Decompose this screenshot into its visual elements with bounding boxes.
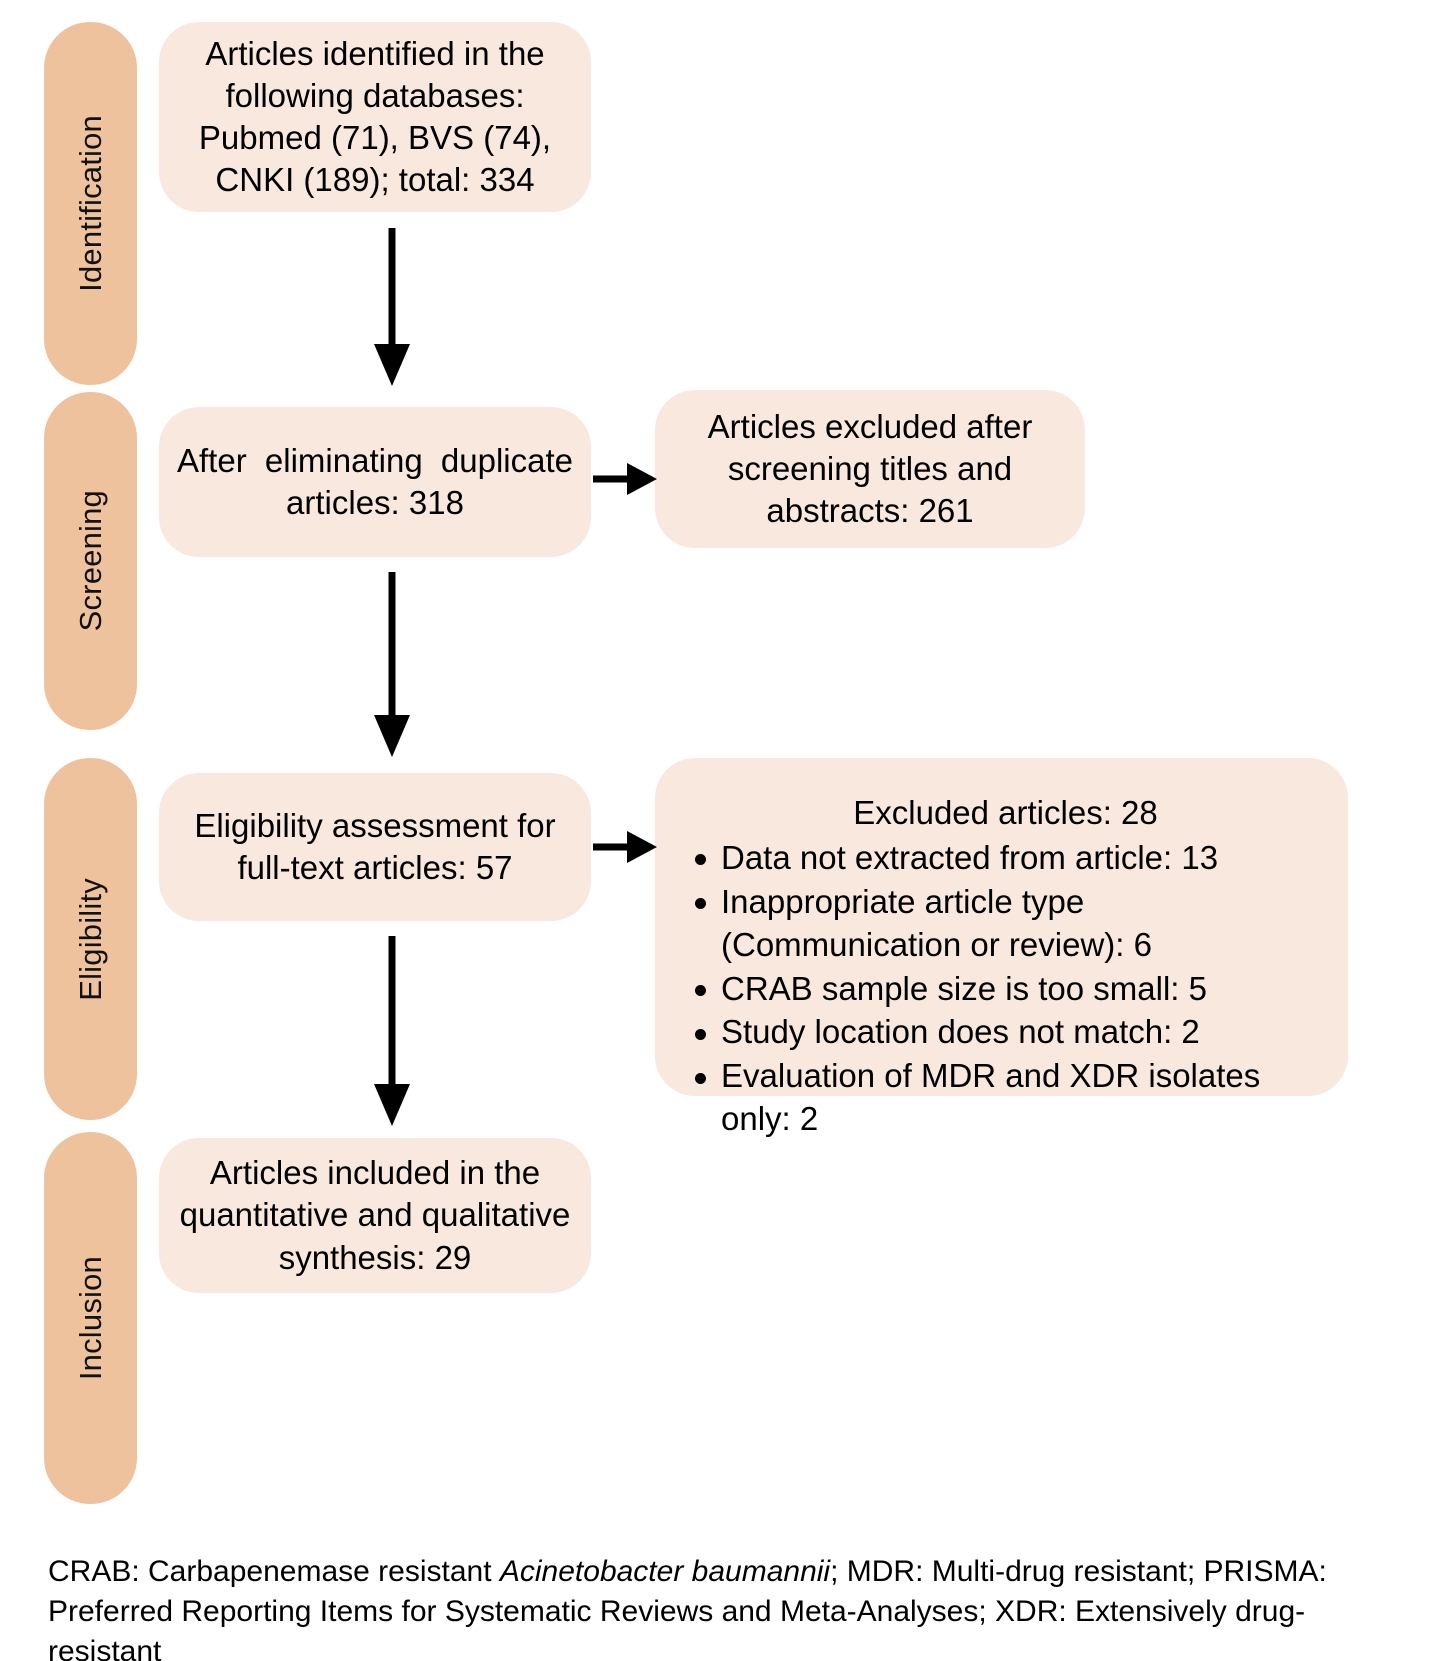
excluded-list-heading: Excluded articles: 28 — [853, 794, 1158, 831]
stage-bar-inclusion: Inclusion — [44, 1132, 137, 1504]
list-item-label: Evaluation of MDR and XDR isolates only:… — [721, 1057, 1261, 1138]
box-excluded-screening-text: Articles excluded after screening titles… — [707, 407, 1033, 530]
footnote-species-italic: Acinetobacter baumannii — [499, 1555, 831, 1588]
box-articles-included: Articles included in the quantitative an… — [159, 1138, 591, 1293]
list-item-label: Inappropriate article type (Communicatio… — [721, 882, 1152, 963]
arrow-eligibility-to-included — [366, 936, 418, 1126]
arrow-identified-to-duplicates — [366, 228, 418, 386]
stage-bar-screening: Screening — [44, 392, 137, 730]
list-item-label: Data not extracted from article: 13 — [721, 838, 1219, 876]
arrow-eligibility-to-excluded-full-text — [593, 826, 657, 868]
list-item: Data not extracted from article: 13 — [689, 837, 1322, 880]
stage-label-identification: Identification — [73, 115, 108, 292]
box-articles-identified: Articles identified in the following dat… — [159, 22, 591, 212]
footnote-part2: ; MDR: Multi-drug resistant; PRISMA: Pre… — [48, 1555, 1327, 1661]
box-after-duplicates: After eliminating duplicate articles: 31… — [159, 407, 591, 557]
box-after-duplicates-text: After eliminating duplicate articles: 31… — [177, 441, 573, 521]
stage-bar-eligibility: Eligibility — [44, 758, 137, 1120]
list-item: Inappropriate article type (Communicatio… — [689, 881, 1322, 967]
list-item: CRAB sample size is too small: 5 — [689, 968, 1322, 1011]
list-item: Study location does not match: 2 — [689, 1011, 1322, 1054]
stage-label-eligibility: Eligibility — [73, 877, 108, 1001]
footnote-part1: CRAB: Carbapenemase resistant — [48, 1555, 500, 1588]
footnote-abbreviations: CRAB: Carbapenemase resistant Acinetobac… — [48, 1552, 1400, 1661]
box-articles-included-text: Articles included in the quantitative an… — [179, 1154, 571, 1276]
box-excluded-full-text: Excluded articles: 28 Data not extracted… — [655, 758, 1348, 1137]
list-item-label: Study location does not match: 2 — [721, 1013, 1200, 1051]
list-item-label: CRAB sample size is too small: 5 — [721, 969, 1207, 1007]
arrow-duplicates-to-excluded-screening — [593, 458, 657, 500]
list-item: Evaluation of MDR and XDR isolates only:… — [689, 1055, 1322, 1141]
arrow-duplicates-to-eligibility — [366, 572, 418, 757]
box-eligibility-assessment-text: Eligibility assessment for full-text art… — [194, 806, 556, 886]
bullet-icon — [695, 897, 706, 909]
bullet-icon — [695, 1072, 706, 1084]
bullet-icon — [695, 854, 706, 866]
stage-bar-identification: Identification — [44, 22, 137, 385]
bullet-icon — [695, 1028, 706, 1040]
box-eligibility-assessment: Eligibility assessment for full-text art… — [159, 773, 591, 921]
box-excluded-screening: Articles excluded after screening titles… — [655, 390, 1085, 548]
stage-label-screening: Screening — [73, 490, 108, 632]
box-articles-identified-text: Articles identified in the following dat… — [198, 34, 552, 199]
stage-label-inclusion: Inclusion — [73, 1255, 108, 1381]
bullet-icon — [695, 984, 706, 996]
excluded-reasons-list: Data not extracted from article: 13 Inap… — [689, 837, 1322, 1142]
